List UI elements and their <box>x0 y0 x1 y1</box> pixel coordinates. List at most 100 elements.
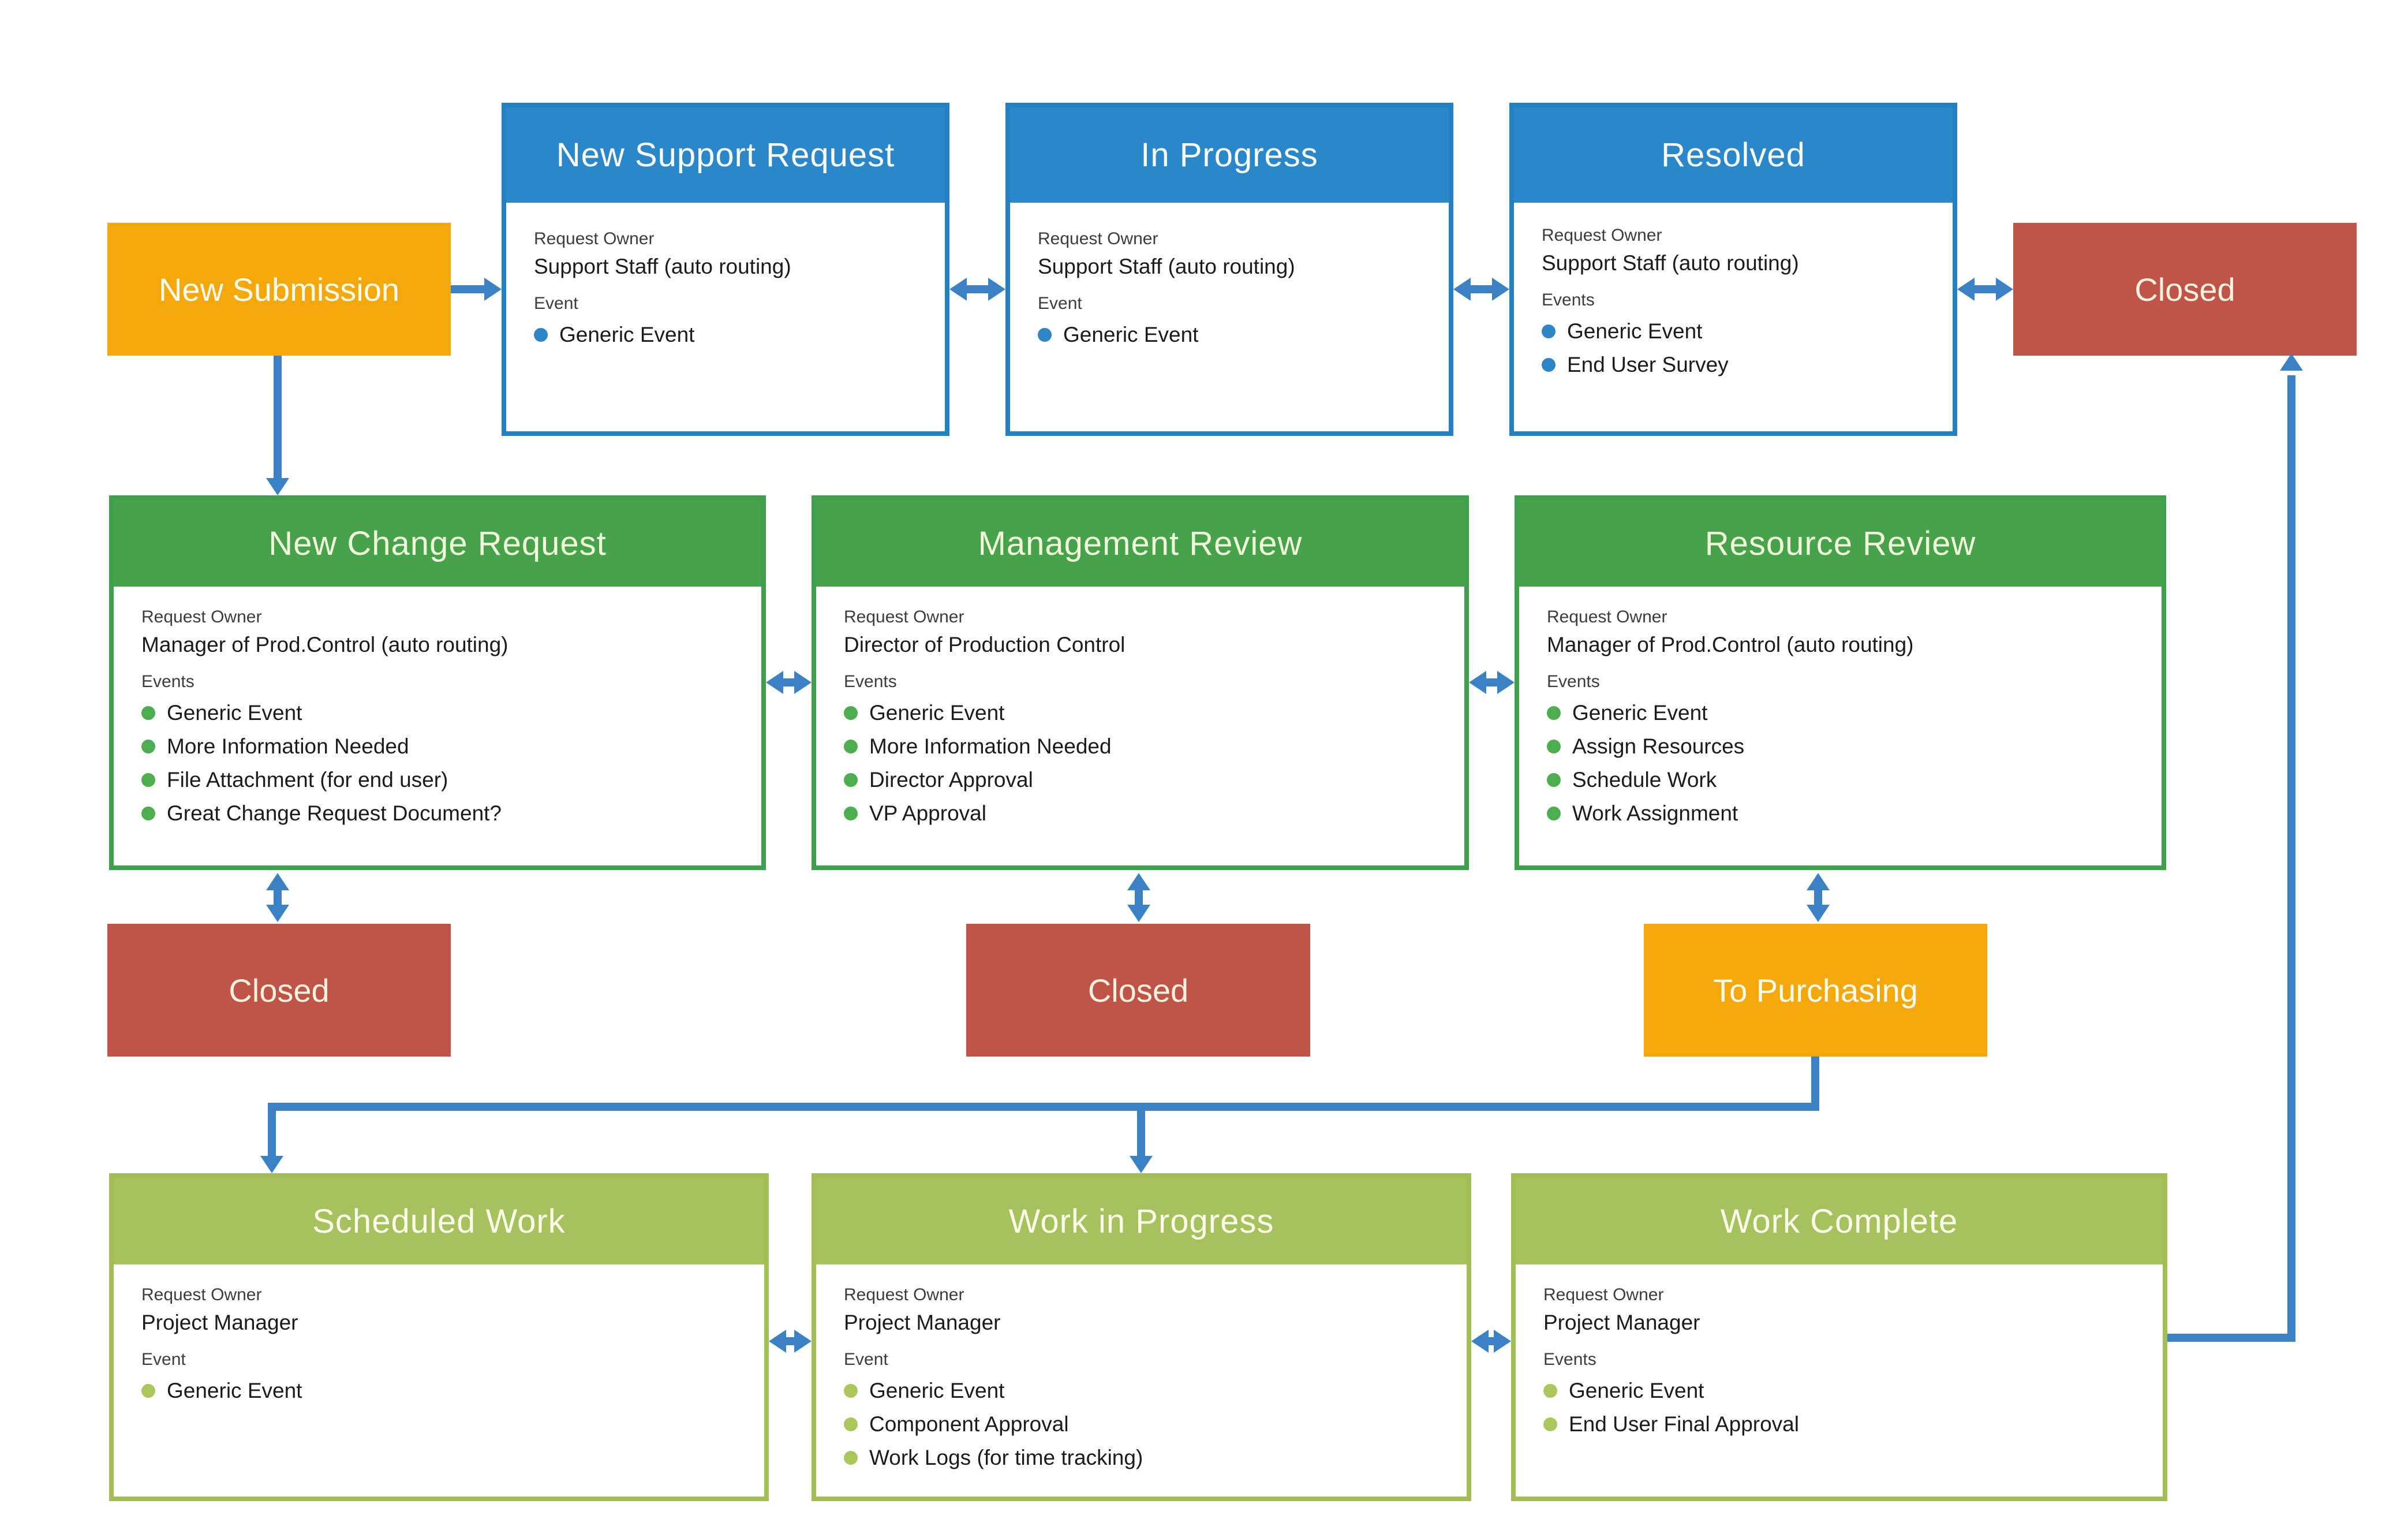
event-item: End User Survey <box>1542 353 1925 377</box>
box-body: Request Owner Support Staff (auto routin… <box>1010 203 1449 347</box>
arrowhead-right-icon <box>794 671 812 694</box>
box-title: New Support Request <box>556 136 895 174</box>
event-item: Generic Event <box>534 323 917 347</box>
state-box-closed-middle: Closed <box>966 924 1310 1057</box>
owner-label: Request Owner <box>1038 229 1158 248</box>
state-box-in-progress: In Progress Request Owner Support Staff … <box>1005 103 1453 436</box>
state-box-work-complete: Work Complete Request Owner Project Mana… <box>1511 1173 2167 1501</box>
box-title: New Submission <box>158 271 400 308</box>
arrowhead-down-icon <box>266 478 289 495</box>
arrowhead-right-icon <box>1492 278 1509 301</box>
box-title: In Progress <box>1141 136 1318 174</box>
box-title: To Purchasing <box>1713 972 1918 1009</box>
box-header: In Progress <box>1010 107 1449 203</box>
bullet-icon <box>844 740 858 753</box>
event-item: VP Approval <box>844 801 1437 826</box>
bullet-icon <box>141 740 155 753</box>
box-title: Management Review <box>978 524 1303 562</box>
owner-value: Project Manager <box>1543 1311 1700 1334</box>
box-body: Request Owner Manager of Prod.Control (a… <box>114 587 761 826</box>
box-header: Work Complete <box>1516 1178 2163 1264</box>
event-label: Generic Event <box>869 1379 1005 1402</box>
arrowhead-right-icon <box>794 1330 812 1353</box>
event-label: Generic Event <box>1572 701 1708 725</box>
box-title: New Change Request <box>268 524 607 562</box>
bullet-icon <box>141 1384 155 1398</box>
event-label: Generic Event <box>559 323 695 346</box>
event-item: Generic Event <box>1038 323 1421 347</box>
event-item: Generic Event <box>1543 1379 2135 1403</box>
bullet-icon <box>1547 706 1561 720</box>
owner-label: Request Owner <box>844 607 964 626</box>
events-label: Event <box>844 1350 888 1369</box>
state-box-management-review: Management Review Request Owner Director… <box>812 495 1469 870</box>
arrowhead-down-icon <box>266 905 289 922</box>
box-title: Work Complete <box>1720 1202 1958 1240</box>
event-item: End User Final Approval <box>1543 1412 2135 1436</box>
owner-label: Request Owner <box>141 1285 262 1304</box>
box-body: Request Owner Manager of Prod.Control (a… <box>1519 587 2162 826</box>
event-item: Work Assignment <box>1547 801 2134 826</box>
event-item: More Information Needed <box>141 734 734 759</box>
owner-value: Manager of Prod.Control (auto routing) <box>1547 633 1914 656</box>
bullet-icon <box>844 1451 858 1465</box>
owner-value: Manager of Prod.Control (auto routing) <box>141 633 508 656</box>
owner-label: Request Owner <box>1543 1285 1664 1304</box>
events-label: Event <box>141 1350 186 1369</box>
event-item: More Information Needed <box>844 734 1437 759</box>
arrowhead-right-icon <box>484 278 502 301</box>
box-body: Request Owner Director of Production Con… <box>816 587 1464 826</box>
event-label: Director Approval <box>869 768 1033 792</box>
bullet-icon <box>844 706 858 720</box>
event-item: Generic Event <box>1547 701 2134 725</box>
event-label: Assign Resources <box>1572 734 1745 758</box>
arrowhead-right-icon <box>1497 671 1515 694</box>
events-label: Events <box>1547 672 1600 691</box>
owner-value: Support Staff (auto routing) <box>1038 255 1295 278</box>
event-label: More Information Needed <box>167 734 409 758</box>
event-item: Work Logs (for time tracking) <box>844 1446 1439 1470</box>
owner-label: Request Owner <box>534 229 655 248</box>
box-header: Scheduled Work <box>114 1178 764 1264</box>
state-box-scheduled-work: Scheduled Work Request Owner Project Man… <box>109 1173 769 1501</box>
event-label: File Attachment (for end user) <box>167 768 448 792</box>
events-label: Events <box>1543 1350 1596 1369</box>
box-body: Request Owner Project Manager Event Gene… <box>114 1264 764 1403</box>
event-label: Schedule Work <box>1572 768 1717 792</box>
events-label: Event <box>534 294 578 313</box>
bullet-icon <box>844 1417 858 1431</box>
state-box-closed-left: Closed <box>107 924 451 1057</box>
event-label: Generic Event <box>167 701 302 725</box>
bullet-icon <box>1547 740 1561 753</box>
bullet-icon <box>1547 807 1561 820</box>
state-box-resource-review: Resource Review Request Owner Manager of… <box>1515 495 2166 870</box>
event-label: Work Logs (for time tracking) <box>869 1446 1143 1469</box>
owner-label: Request Owner <box>1547 607 1667 626</box>
state-box-new-submission: New Submission <box>107 223 451 356</box>
box-body: Request Owner Project Manager Event Gene… <box>816 1264 1467 1470</box>
box-title: Resource Review <box>1704 524 1976 562</box>
owner-value: Support Staff (auto routing) <box>534 255 791 278</box>
box-body: Request Owner Support Staff (auto routin… <box>1514 203 1953 377</box>
arrowhead-down-icon <box>1807 905 1830 922</box>
event-item: Assign Resources <box>1547 734 2134 759</box>
event-item: Director Approval <box>844 768 1437 792</box>
arrowhead-right-icon <box>1494 1330 1511 1353</box>
box-body: Request Owner Support Staff (auto routin… <box>506 203 945 347</box>
box-title: Work in Progress <box>1008 1202 1274 1240</box>
arrowhead-down-icon <box>260 1156 283 1173</box>
bullet-icon <box>1543 1417 1557 1431</box>
event-label: Generic Event <box>1567 319 1703 343</box>
owner-value: Director of Production Control <box>844 633 1126 656</box>
state-box-new-change-request: New Change Request Request Owner Manager… <box>109 495 766 870</box>
event-item: Generic Event <box>844 1379 1439 1403</box>
events-label: Events <box>1542 290 1595 309</box>
box-header: Resolved <box>1514 107 1953 203</box>
event-label: Great Change Request Document? <box>167 801 502 825</box>
state-box-resolved: Resolved Request Owner Support Staff (au… <box>1509 103 1957 436</box>
event-label: More Information Needed <box>869 734 1112 758</box>
event-label: Work Assignment <box>1572 801 1738 825</box>
box-title: Closed <box>2134 271 2235 308</box>
event-label: VP Approval <box>869 801 986 825</box>
